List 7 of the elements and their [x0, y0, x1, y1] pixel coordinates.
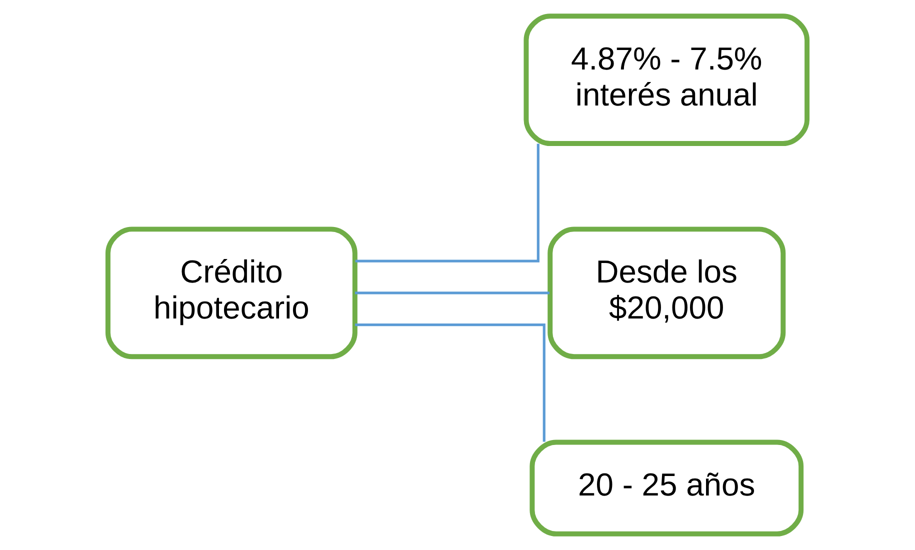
connector — [355, 144, 540, 262]
connector — [355, 324, 546, 442]
node-box: Desde los $20,000 — [548, 226, 786, 360]
node-box: 20 - 25 años — [530, 440, 804, 536]
node-box: Crédito hipotecario — [105, 226, 358, 360]
node-box: 4.87% - 7.5% interés anual — [524, 14, 810, 146]
connector — [355, 292, 550, 294]
